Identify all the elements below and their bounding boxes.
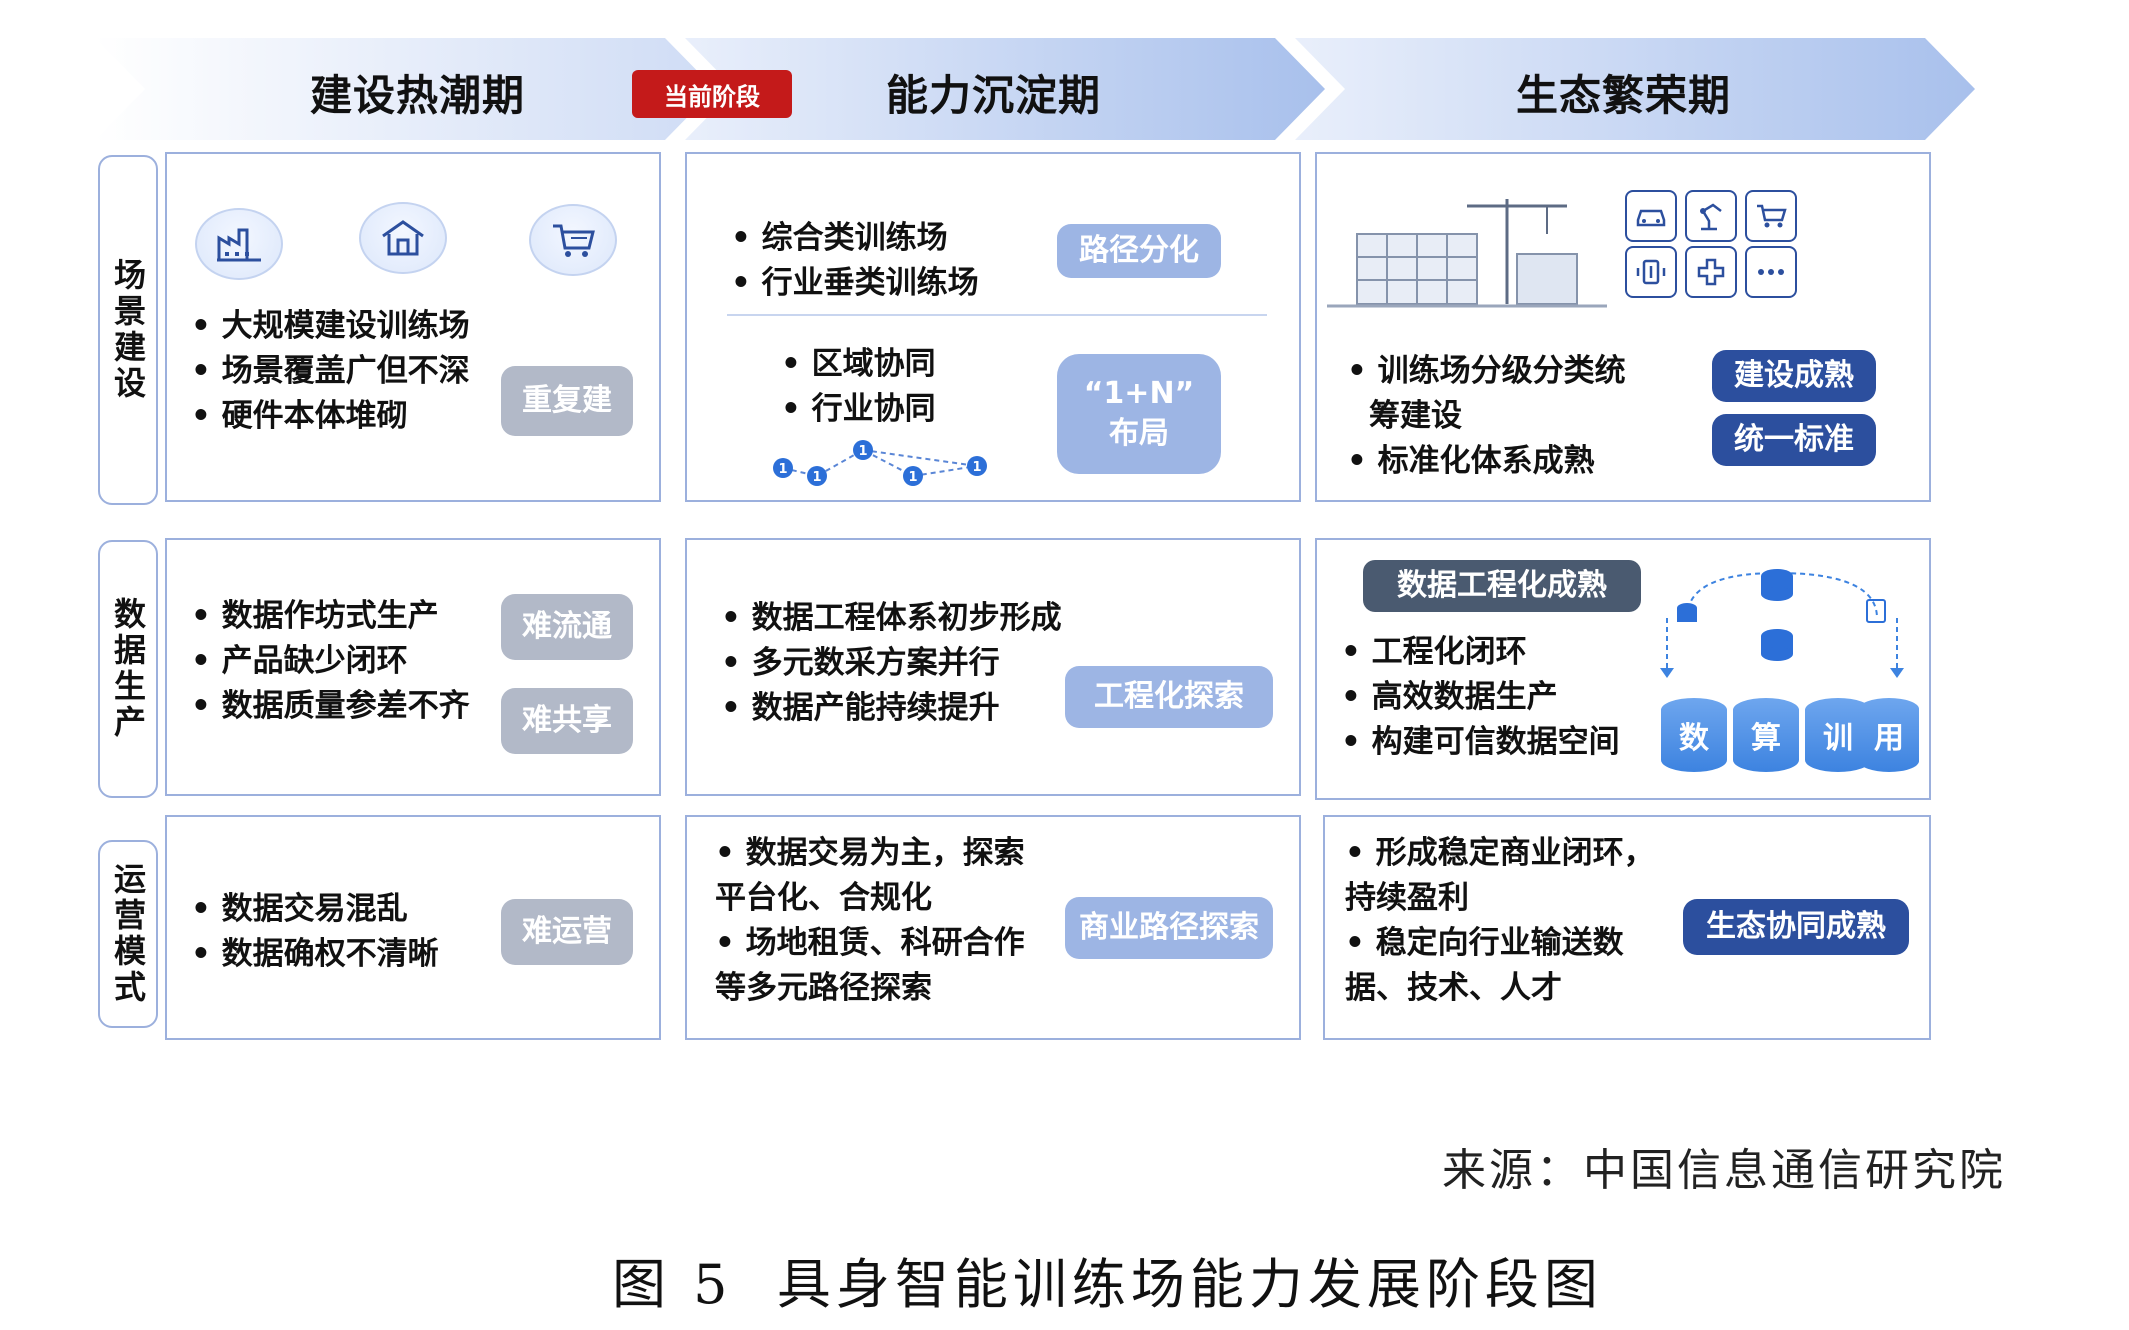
ops-cell-1: 数据交易混乱 数据确权不清晰 难运营 bbox=[165, 815, 661, 1040]
ops-c2-line2: 平台化、合规化 bbox=[715, 880, 932, 916]
scene-cell-3: • 训练场分级分类统 筹建设 • 标准化体系成熟 建设成熟 统一标准 bbox=[1315, 152, 1931, 502]
factory-icon bbox=[195, 208, 283, 280]
row-label-ops: 运营模式 bbox=[98, 840, 158, 1028]
list-item: 数据确权不清晰 bbox=[191, 932, 439, 977]
tag-business-path-exploration: 商业路径探索 bbox=[1065, 897, 1273, 959]
stage2-arrow bbox=[685, 38, 1325, 140]
list-item: 行业协同 bbox=[781, 387, 936, 432]
shopping-cart-icon bbox=[1745, 190, 1797, 242]
list-item: 工程化闭环 bbox=[1341, 630, 1620, 675]
tag-ecosystem-collaboration-mature: 生态协同成熟 bbox=[1683, 899, 1909, 955]
ops-cell-2: • 数据交易为主，探索 平台化、合规化 • 场地租赁、科研合作 等多元路径探索 … bbox=[685, 815, 1301, 1040]
cylinder-use: 用 bbox=[1859, 698, 1919, 772]
current-stage-badge: 当前阶段 bbox=[632, 70, 792, 118]
ops-c3-line3: • 稳定向行业输送数 bbox=[1345, 925, 1624, 961]
cylinder-compute: 算 bbox=[1733, 698, 1799, 772]
list-item: 数据交易混乱 bbox=[191, 887, 439, 932]
data-flow-diagram bbox=[1660, 569, 1904, 678]
row-label-scene-text: 场景建设 bbox=[109, 258, 147, 402]
stage1-title: 建设热潮期 bbox=[310, 71, 526, 120]
scene-c1-list: 大规模建设训练场 场景覆盖广但不深 硬件本体堆砌 bbox=[191, 304, 470, 439]
scene-c3-item1-line1: • 训练场分级分类统 bbox=[1347, 353, 1626, 389]
house-icon bbox=[359, 202, 447, 274]
more-icon bbox=[1745, 246, 1797, 298]
scene-cell-1: 大规模建设训练场 场景覆盖广但不深 硬件本体堆砌 重复建 bbox=[165, 152, 661, 502]
list-item: 场景覆盖广但不深 bbox=[191, 349, 470, 394]
list-item: 数据产能持续提升 bbox=[721, 686, 1062, 731]
robot-arm-icon bbox=[1685, 190, 1737, 242]
tag-engineering-exploration: 工程化探索 bbox=[1065, 666, 1273, 728]
network-node-label: 1 bbox=[778, 462, 787, 477]
tag-1-plus-n-layout: “1+N” 布局 bbox=[1057, 354, 1221, 474]
list-item: 构建可信数据空间 bbox=[1341, 720, 1620, 765]
row-label-ops-text: 运营模式 bbox=[109, 862, 147, 1006]
network-node-label: 1 bbox=[908, 470, 917, 485]
tag-path-divergence: 路径分化 bbox=[1057, 224, 1221, 278]
tag-unified-standard: 统一标准 bbox=[1712, 414, 1876, 466]
construction-site-icon bbox=[1327, 199, 1607, 308]
tag-hard-to-share: 难共享 bbox=[501, 688, 633, 754]
row-label-data-text: 数据生产 bbox=[109, 597, 147, 741]
stage-arrow-bar bbox=[95, 38, 1975, 140]
data-cell-2: 数据工程体系初步形成 多元数采方案并行 数据产能持续提升 工程化探索 bbox=[685, 538, 1301, 796]
stage1-arrow bbox=[95, 38, 715, 140]
list-item: 数据工程体系初步形成 bbox=[721, 596, 1062, 641]
divider bbox=[727, 314, 1267, 316]
network-node-label: 1 bbox=[858, 444, 867, 459]
ops-c2-line3: • 场地租赁、科研合作 bbox=[715, 925, 1025, 961]
tag-construction-mature: 建设成熟 bbox=[1712, 350, 1876, 402]
ops-cell-3: • 形成稳定商业闭环， 持续盈利 • 稳定向行业输送数 据、技术、人才 生态协同… bbox=[1323, 815, 1931, 1040]
medical-cross-icon bbox=[1685, 246, 1737, 298]
scene-c3-item1-text: 训练场分级分类统 bbox=[1377, 353, 1626, 389]
ops-c3-line2: 持续盈利 bbox=[1345, 880, 1469, 916]
data-c2-list: 数据工程体系初步形成 多元数采方案并行 数据产能持续提升 bbox=[721, 596, 1062, 731]
data-c3-list: 工程化闭环 高效数据生产 构建可信数据空间 bbox=[1341, 630, 1620, 765]
cylinder-compute-data: 数 bbox=[1661, 698, 1727, 772]
ops-c2-line1: • 数据交易为主，探索 bbox=[715, 835, 1025, 871]
stage3-title: 生态繁荣期 bbox=[1516, 71, 1732, 120]
ops-c1-list: 数据交易混乱 数据确权不清晰 bbox=[191, 887, 439, 977]
list-item: 硬件本体堆砌 bbox=[191, 394, 470, 439]
list-item: 大规模建设训练场 bbox=[191, 304, 470, 349]
tag-1-plus-n-line2: 布局 bbox=[1109, 416, 1169, 451]
scene-cell-2: 综合类训练场 行业垂类训练场 路径分化 区域协同 行业协同 “1+N” 布局 1… bbox=[685, 152, 1301, 502]
list-item: 区域协同 bbox=[781, 342, 936, 387]
tag-hard-to-operate: 难运营 bbox=[501, 899, 633, 965]
tag-repeat-build: 重复建 bbox=[501, 366, 633, 436]
row-label-scene: 场景建设 bbox=[98, 155, 158, 505]
scene-c3-item2-text: 标准化体系成熟 bbox=[1377, 443, 1595, 479]
tag-hard-to-circulate: 难流通 bbox=[501, 594, 633, 660]
ops-c3-line1: • 形成稳定商业闭环， bbox=[1345, 835, 1655, 871]
car-icon bbox=[1625, 190, 1677, 242]
list-item: 数据作坊式生产 bbox=[191, 594, 470, 639]
ops-c2-line4: 等多元路径探索 bbox=[715, 970, 932, 1006]
network-node-label: 1 bbox=[812, 470, 821, 485]
list-item: 高效数据生产 bbox=[1341, 675, 1620, 720]
list-item: 行业垂类训练场 bbox=[731, 261, 979, 306]
stage2-title: 能力沉淀期 bbox=[886, 71, 1102, 120]
source-note: 来源：中国信息通信研究院 bbox=[1442, 1145, 2006, 1196]
ops-c3-line4: 据、技术、人才 bbox=[1345, 970, 1562, 1006]
scene-c2-bottom-list: 区域协同 行业协同 bbox=[781, 342, 936, 432]
stage3-arrow bbox=[1295, 38, 1975, 140]
figure-caption: 图 5 具身智能训练场能力发展阶段图 bbox=[612, 1253, 1603, 1316]
list-item: 综合类训练场 bbox=[731, 216, 979, 261]
data-c1-list: 数据作坊式生产 产品缺少闭环 数据质量参差不齐 bbox=[191, 594, 470, 729]
scene-c3-item2: • 标准化体系成熟 bbox=[1347, 443, 1595, 479]
scene-c3-item1-line2: 筹建设 bbox=[1369, 398, 1462, 434]
list-item: 产品缺少闭环 bbox=[191, 639, 470, 684]
cart-icon bbox=[529, 204, 617, 276]
data-cell-3: 数据工程化成熟 工程化闭环 高效数据生产 构建可信数据空间 数 算 训 用 bbox=[1315, 538, 1931, 800]
tag-1-plus-n-line1: “1+N” bbox=[1083, 376, 1195, 411]
row-label-data: 数据生产 bbox=[98, 540, 158, 798]
device-icon bbox=[1625, 246, 1677, 298]
network-node-label: 1 bbox=[972, 460, 981, 475]
list-item: 多元数采方案并行 bbox=[721, 641, 1062, 686]
network-nodes: 1 1 1 1 1 bbox=[773, 440, 987, 486]
list-item: 数据质量参差不齐 bbox=[191, 684, 470, 729]
data-cell-1: 数据作坊式生产 产品缺少闭环 数据质量参差不齐 难流通 难共享 bbox=[165, 538, 661, 796]
scene-c2-top-list: 综合类训练场 行业垂类训练场 bbox=[731, 216, 979, 306]
tag-data-engineering-mature: 数据工程化成熟 bbox=[1363, 560, 1641, 612]
